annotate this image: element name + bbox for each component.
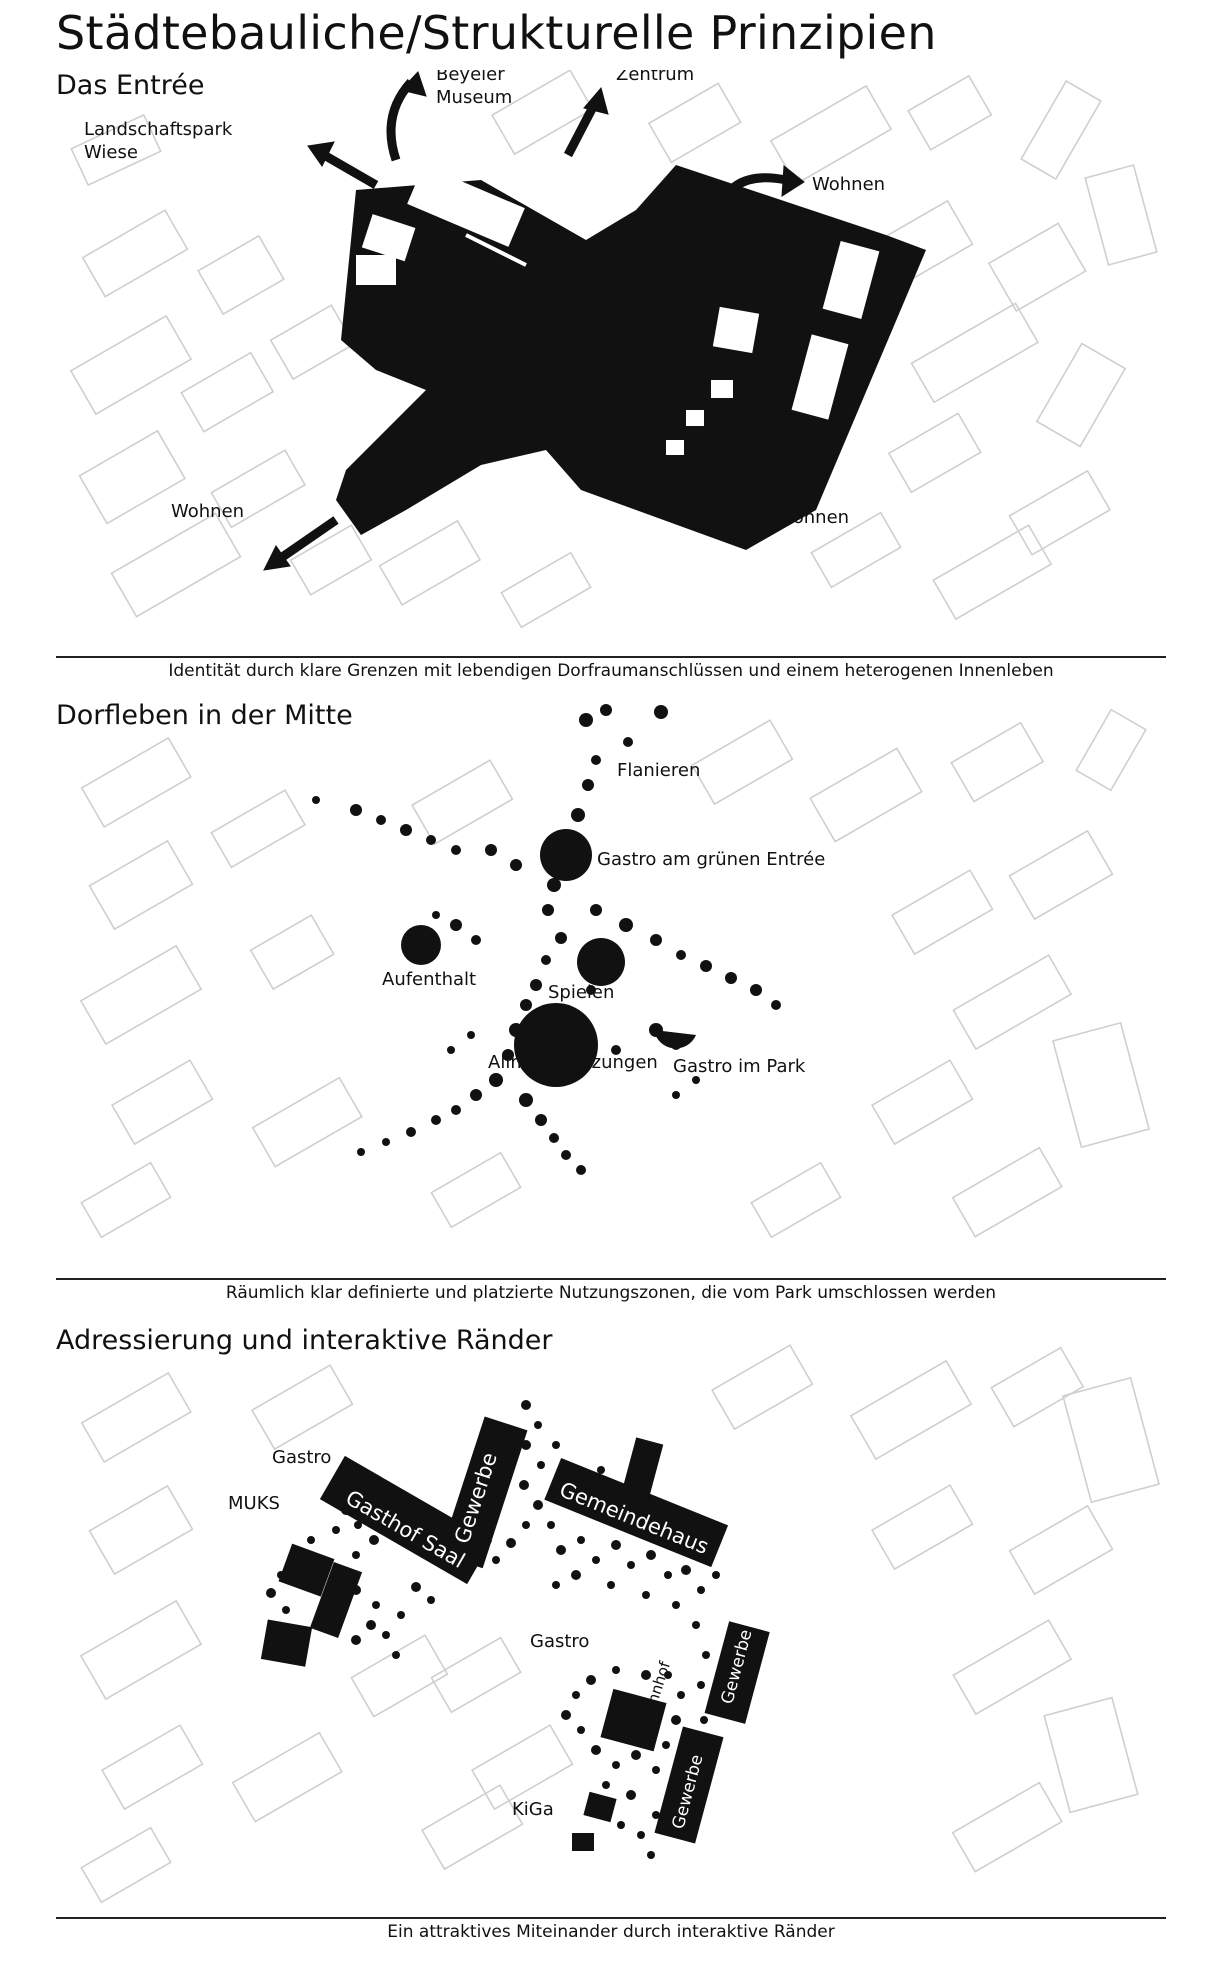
divider — [56, 656, 1166, 658]
page-title: Städtebauliche/Strukturelle Prinzipien — [56, 6, 937, 60]
label-landschaftspark: Landschaftspark — [84, 119, 233, 140]
entree-block — [336, 165, 926, 550]
entree-arrows — [263, 71, 805, 571]
building-gewerbe-2 — [704, 1621, 770, 1724]
label-muks: MUKS — [228, 1493, 280, 1514]
label-museum: Museum — [436, 87, 512, 108]
label-gastro-gruen: Gastro am grünen Entrée — [597, 849, 825, 870]
section-title-entree: Das Entrée — [56, 70, 205, 101]
base-map-outlines — [79, 708, 1151, 1239]
caption-dorfleben: Räumlich klar definierte und platzierte … — [225, 1283, 997, 1303]
divider — [56, 1278, 1166, 1280]
section-title-dorfleben: Dorfleben in der Mitte — [56, 700, 353, 731]
label-bahnhof: Bahnhof — [638, 1659, 675, 1725]
label-kiga: KiGa — [512, 1799, 554, 1820]
building-gewerbe-1 — [439, 1416, 528, 1569]
building-blocks — [260, 1416, 770, 1851]
label-wohnen-sw: Wohnen — [171, 501, 244, 522]
section-title-adressierung: Adressierung und interaktive Ränder — [56, 1325, 553, 1356]
section-adressierung: Gastro MUKS Gasthof Saal Gewerbe Gemeind… — [56, 1325, 1166, 1955]
label-spielen: Spielen — [548, 982, 614, 1003]
section-entree: Landschaftspark Wiese Beyeler Museum Zen… — [56, 70, 1166, 690]
edge-dots — [266, 1400, 720, 1859]
label-gastro-park: Gastro im Park — [673, 1056, 806, 1077]
caption-adressierung: Ein attraktives Miteinander durch intera… — [387, 1922, 835, 1942]
base-map-outlines — [69, 70, 1158, 629]
dorfleben-map: Flanieren Gastro am grünen Entrée Aufent… — [56, 700, 1166, 1275]
label-wohnen-se: Wohnen — [776, 507, 849, 528]
use-zone-circles — [401, 829, 696, 1087]
activity-dots — [312, 704, 781, 1175]
label-beyeler: Beyeler — [436, 70, 505, 85]
label-gastro-1: Gastro — [272, 1447, 331, 1468]
divider — [56, 1917, 1166, 1919]
label-wohnen-ne: Wohnen — [812, 174, 885, 195]
base-map-outlines — [79, 1344, 1161, 1904]
label-flanieren: Flanieren — [617, 760, 700, 781]
entree-labels: Landschaftspark Wiese Beyeler Museum Zen… — [84, 70, 885, 528]
label-gastro-2: Gastro — [530, 1631, 589, 1652]
label-zentrum: Zentrum — [616, 70, 694, 85]
entree-map: Landschaftspark Wiese Beyeler Museum Zen… — [56, 70, 1166, 650]
building-gewerbe-3 — [654, 1726, 724, 1844]
section-dorfleben: Flanieren Gastro am grünen Entrée Aufent… — [56, 700, 1166, 1310]
building-gemeindehaus — [544, 1457, 729, 1568]
label-aufenthalt: Aufenthalt — [382, 969, 476, 990]
label-allmend: Allmendnutzungen — [488, 1052, 658, 1073]
adressierung-map: Gastro MUKS Gasthof Saal Gewerbe Gemeind… — [56, 1325, 1166, 1915]
caption-entree: Identität durch klare Grenzen mit lebend… — [168, 661, 1054, 681]
label-wiese: Wiese — [84, 142, 138, 163]
dorfleben-labels: Flanieren Gastro am grünen Entrée Aufent… — [382, 760, 825, 1077]
